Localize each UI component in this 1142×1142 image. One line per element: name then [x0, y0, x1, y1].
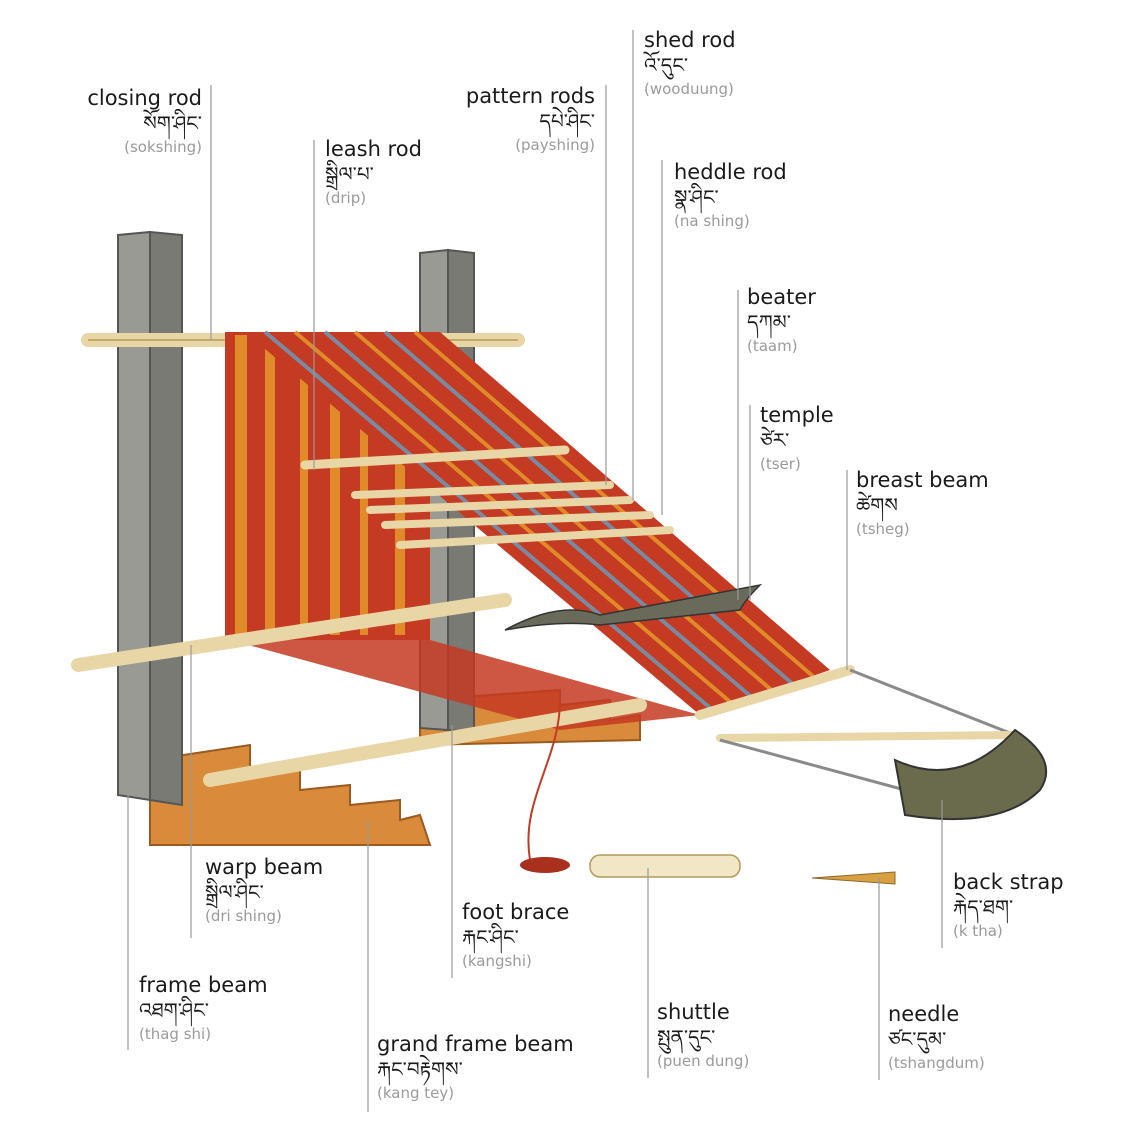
label-heddle-rod: heddle rod སྣ་ཤིང་ (na shing): [674, 160, 787, 230]
label-back-strap: back strap རྐེད་ཐག་ (k tha): [953, 870, 1064, 940]
back-strap-translit: (k tha): [953, 922, 1003, 941]
label-leash-rod: leash rod སྒྲིལ་པ་ (drip): [325, 137, 422, 207]
warp-beam-translit: (dri shing): [205, 907, 282, 926]
label-breast-beam: breast beam ཚེགས (tsheg): [856, 468, 989, 538]
shuttle-tibetan: སྤུན་དུང་: [657, 1025, 716, 1050]
temple-tibetan: ཙེར་: [760, 428, 790, 453]
shuttle-shape: [520, 699, 741, 878]
breast-beam-shape: [695, 665, 855, 720]
needle-tibetan: ཙང་དུམ་: [888, 1027, 947, 1052]
label-beater: beater དཀམ་ (taam): [747, 285, 816, 355]
shuttle-translit: (puen dung): [657, 1052, 750, 1071]
label-pattern-rods: pattern rods དཔེ་ཤིང་ (payshing): [450, 84, 595, 154]
frame-beam-label: frame beam: [139, 973, 268, 997]
leader-lines: [127, 30, 943, 1112]
back-strap-shape: [716, 668, 1048, 821]
beater-tibetan: དཀམ་: [747, 310, 791, 335]
label-temple: temple ཙེར་ (tser): [760, 403, 834, 473]
shed-rod-label: shed rod: [644, 28, 736, 52]
label-needle: needle ཙང་དུམ་ (tshangdum): [888, 1002, 985, 1072]
label-shuttle: shuttle སྤུན་དུང་ (puen dung): [657, 1000, 749, 1070]
closing-rod-label: closing rod: [87, 86, 202, 110]
beater-shape: [504, 583, 763, 631]
pattern-rods-translit: (payshing): [515, 136, 595, 155]
lower-warp: [230, 640, 700, 730]
beater-translit: (taam): [747, 337, 798, 356]
needle-translit: (tshangdum): [888, 1054, 985, 1073]
label-warp-beam: warp beam སྒྲིལ་ཤིང་ (dri shing): [205, 855, 323, 925]
leash-rod-tibetan: སྒྲིལ་པ་: [325, 162, 374, 187]
warp-beam-tibetan: སྒྲིལ་ཤིང་: [205, 880, 264, 905]
leash-rod-label: leash rod: [325, 137, 422, 161]
closing-rod-tibetan: སོག་ཤིང་: [143, 111, 202, 136]
label-foot-brace: foot brace རྐང་ཤིང་ (kangshi): [462, 900, 569, 970]
label-frame-beam: frame beam འཐག་ཤིང་ (thag shi): [139, 973, 268, 1043]
needle-shape: [811, 871, 896, 885]
foot-brace-tibetan: རྐང་ཤིང་: [462, 925, 519, 950]
heddle-rod-tibetan: སྣ་ཤིང་: [674, 185, 719, 210]
label-shed-rod: shed rod འོ་དུང་ (wooduung): [644, 28, 736, 98]
label-grand-frame-beam: grand frame beam རྐང་བརྟེགས་ (kang tey): [377, 1032, 574, 1102]
frame-beam-translit: (thag shi): [139, 1025, 212, 1044]
temple-translit: (tser): [760, 455, 801, 474]
breast-beam-label: breast beam: [856, 468, 989, 492]
frame-beam-tibetan: འཐག་ཤིང་: [139, 998, 209, 1023]
pattern-rods-shape: [351, 481, 674, 549]
shed-rod-translit: (wooduung): [644, 80, 734, 99]
beater-label: beater: [747, 285, 816, 309]
grand-frame-beam-label: grand frame beam: [377, 1032, 574, 1056]
back-strap-label: back strap: [953, 870, 1064, 894]
frame-beam-shape: [203, 698, 647, 787]
warp-beam-label: warp beam: [205, 855, 324, 879]
pattern-rods-label: pattern rods: [465, 84, 595, 108]
back-strap-tibetan: རྐེད་ཐག་: [953, 895, 1014, 920]
shed-rod-tibetan: འོ་དུང་: [644, 53, 689, 78]
grand-frame-beam-tibetan: རྐང་བརྟེགས་: [377, 1057, 463, 1082]
foot-brace-translit: (kangshi): [462, 952, 532, 971]
shuttle-label: shuttle: [657, 1000, 730, 1024]
closing-rod-translit: (sokshing): [124, 138, 202, 157]
breast-beam-tibetan: ཚེགས: [856, 493, 898, 518]
warp-beam-shape: [71, 593, 512, 672]
temple-label: temple: [760, 403, 834, 427]
foot-brace-label: foot brace: [462, 900, 570, 924]
heddle-rod-translit: (na shing): [674, 212, 750, 231]
breast-beam-translit: (tsheg): [856, 520, 910, 539]
pattern-rods-tibetan: དཔེ་ཤིང་: [539, 109, 595, 134]
grand-frame-beam-translit: (kang tey): [377, 1084, 455, 1103]
heddle-rod-label: heddle rod: [674, 160, 787, 184]
leash-rod-translit: (drip): [325, 189, 367, 208]
leash-rod-shape: [300, 445, 570, 470]
needle-label: needle: [888, 1002, 960, 1026]
label-closing-rod: closing rod སོག་ཤིང་ (sokshing): [70, 86, 202, 156]
